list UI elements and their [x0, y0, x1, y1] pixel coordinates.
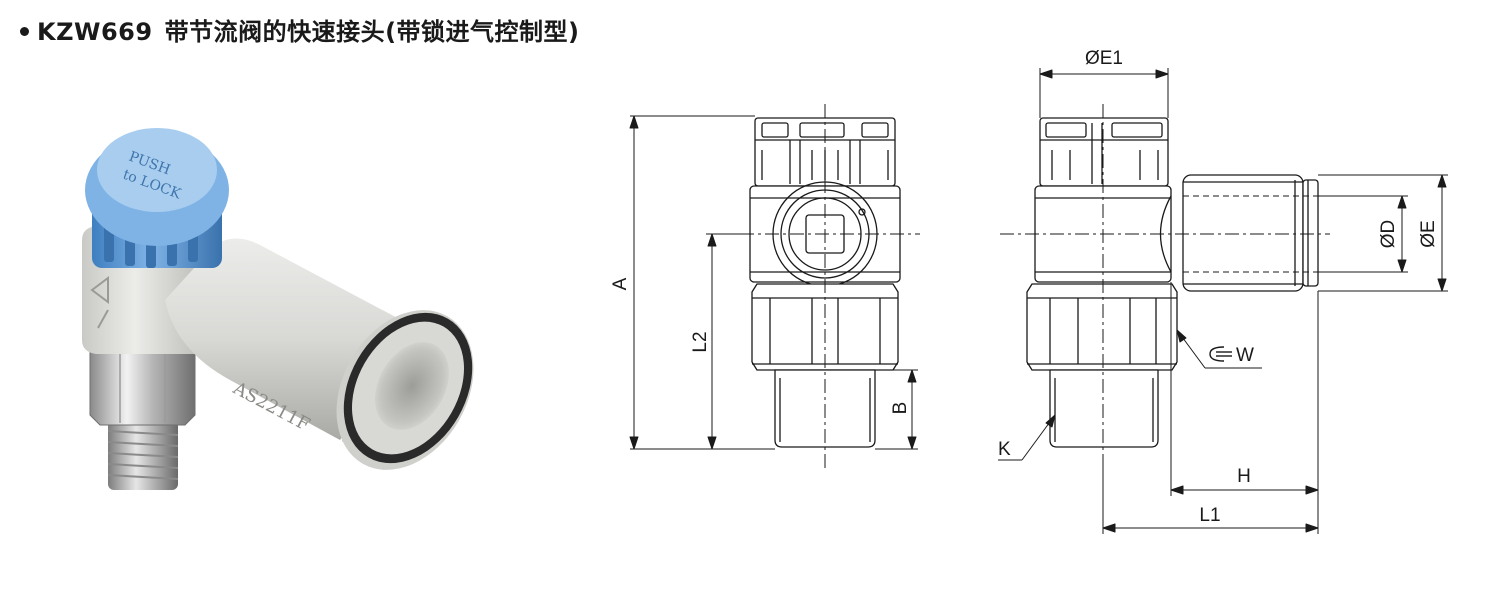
product-description: 带节流阀的快速接头(带锁进气控制型): [164, 18, 580, 46]
side-dimensions: [998, 68, 1448, 534]
push-fitting-end: [336, 310, 474, 470]
dim-label-d: ØD: [1378, 220, 1399, 249]
dim-label-k: K: [998, 439, 1011, 460]
front-view: [740, 104, 920, 468]
dim-label-l2: L2: [690, 331, 711, 352]
front-dimensions: [629, 115, 918, 450]
dim-label-b: B: [890, 402, 911, 415]
wrench-icon: [1209, 346, 1232, 362]
dim-label-a: A: [610, 277, 631, 290]
dim-label-e: ØE: [1418, 220, 1439, 247]
model-number: KZW669: [37, 18, 153, 46]
product-photo: AS2211F 1/16 PUSH to LOCK: [82, 128, 474, 490]
dim-label-e1: ØE1: [1085, 48, 1123, 69]
page-title: KZW669 带节流阀的快速接头(带锁进气控制型): [20, 12, 580, 47]
dim-label-w: W: [1236, 345, 1254, 366]
flow-arrow-icon: [90, 276, 109, 329]
side-view: [1000, 104, 1330, 468]
dim-label-l1: L1: [1199, 505, 1220, 526]
lock-cap: PUSH to LOCK: [85, 128, 229, 268]
thread-section: [107, 410, 179, 490]
bullet-icon: [20, 26, 29, 36]
dim-label-h: H: [1237, 466, 1251, 487]
